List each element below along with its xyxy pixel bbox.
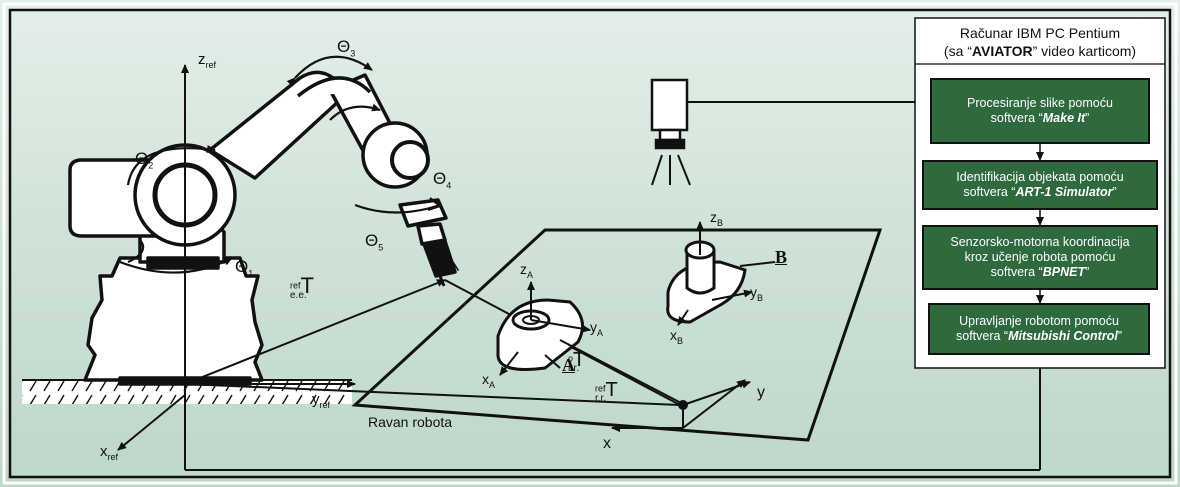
object-a — [496, 298, 584, 371]
theta-5-label: Θ5 — [365, 231, 384, 253]
z-ref-label: zref — [198, 51, 217, 70]
step-robot-control: Upravljanje robotom pomoću softvera “Mit… — [928, 303, 1150, 355]
theta-1-label: Θ1 — [235, 257, 254, 279]
object-b — [666, 240, 747, 324]
joint-arrows — [119, 55, 443, 274]
plane-y-label: y — [757, 384, 765, 401]
x-ref-label: xref — [100, 443, 119, 462]
y-ref-label: yref — [312, 391, 331, 410]
theta-2-label: Θ2 — [135, 149, 154, 171]
plane-x-label: x — [603, 435, 611, 452]
plane-frame — [611, 379, 751, 432]
y-a-label: yA — [590, 319, 604, 338]
reference-axes — [117, 64, 1044, 471]
computer-title: Računar IBM PC Pentium — [959, 25, 1121, 41]
step-sensor-motor-coordination: Senzorsko-motorna koordinacija kroz učen… — [922, 225, 1158, 290]
y-b-label: yB — [750, 284, 764, 303]
plane-label: Ravan robota — [368, 414, 453, 430]
computer-subtitle: (sa “AVIATOR” video karticom) — [943, 43, 1137, 59]
step-image-processing: Procesiranje slike pomoću softvera “Make… — [930, 78, 1150, 144]
ref-ee-transform-label: refT e.e. — [290, 273, 314, 301]
x-b-label: xB — [670, 327, 684, 346]
ref-rr-transform-label: refT r.r. — [595, 379, 618, 404]
o-rr-transform-label: oT r.r. — [568, 349, 586, 374]
theta-3-label: Θ3 — [337, 37, 356, 59]
z-b-label: zB — [710, 209, 724, 228]
inner-border — [8, 8, 1172, 479]
theta-4-label: Θ4 — [433, 169, 452, 191]
camera — [650, 78, 691, 186]
object-b-label: B — [775, 247, 788, 267]
object-a-label: A — [562, 355, 575, 375]
step-object-identification: Identifikacija objekata pomoću softvera … — [922, 160, 1158, 210]
z-a-label: zA — [520, 261, 534, 280]
x-a-label: xA — [482, 371, 496, 390]
robot-arm — [68, 70, 457, 386]
